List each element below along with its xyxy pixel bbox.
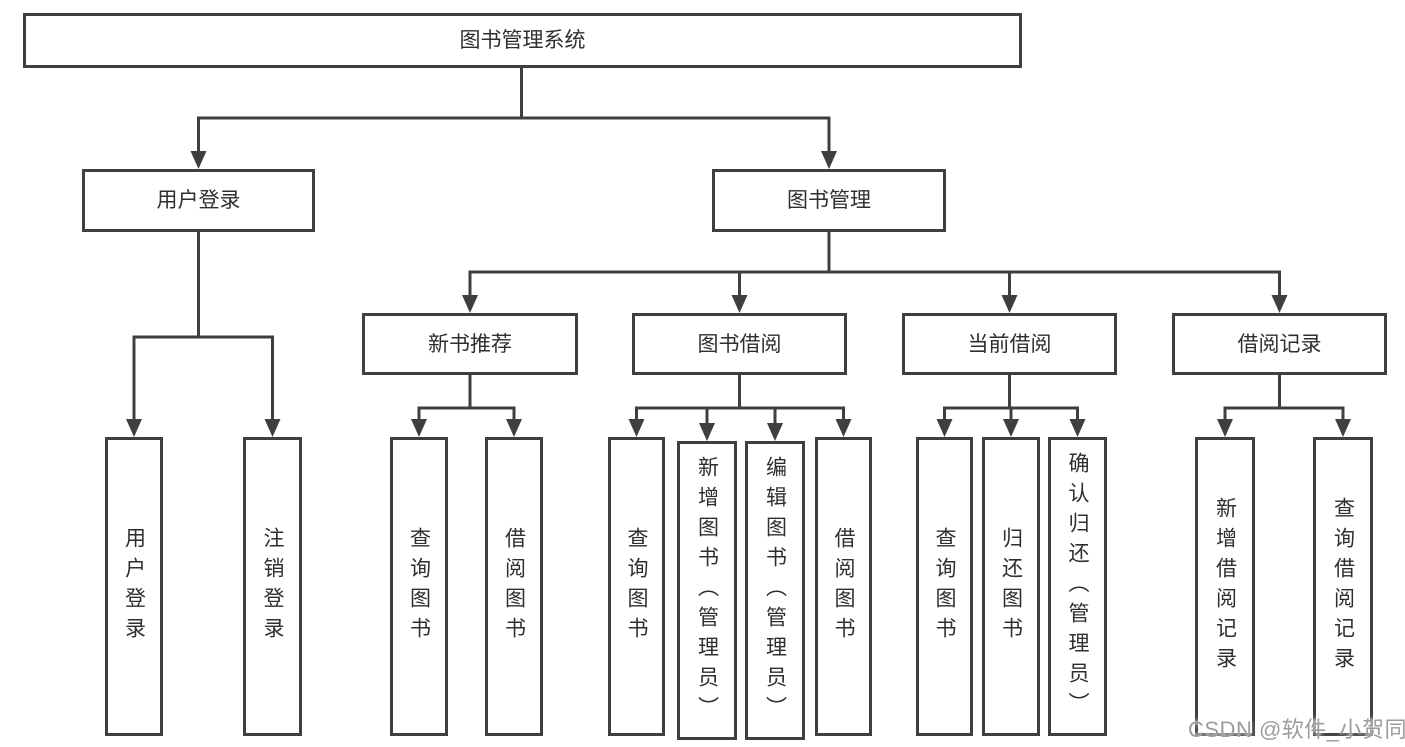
node-borrow-records: 借阅记录 [1172,313,1387,375]
node-edit-books-label: 编辑图书（管理员） [763,455,787,726]
arrowhead [1003,419,1019,437]
node-user-login-label: 用户登录 [122,526,146,647]
node-query-books-1: 查询图书 [390,437,448,736]
connector-line [132,229,274,422]
arrowhead [628,419,645,437]
arrowhead [936,419,953,437]
node-logout-label: 注销登录 [261,526,284,647]
arrowhead [190,151,207,169]
node-query-books-2: 查询图书 [608,437,665,736]
node-add-borrow-record-label: 新增借阅记录 [1213,496,1237,677]
connector-current-borrow [936,372,1086,437]
node-root: 图书管理系统 [23,13,1022,68]
arrowhead [126,419,142,437]
node-borrow-books-2: 借阅图书 [815,437,872,736]
connector-book-borrow [628,372,852,441]
node-return-books-label: 归还图书 [999,526,1023,647]
arrowhead [462,295,478,313]
connector-new-books [411,372,522,437]
node-confirm-return: 确认归还（管理员） [1048,437,1107,736]
node-return-books: 归还图书 [982,437,1040,736]
arrowhead [835,419,852,437]
connector-line [635,372,845,426]
connector-borrow-records [1217,372,1351,437]
node-current-borrow: 当前借阅 [902,313,1117,375]
node-new-books: 新书推荐 [362,313,578,375]
arrowhead [821,151,837,169]
node-book-borrow: 图书借阅 [632,313,847,375]
arrowhead [1271,295,1288,313]
arrowhead [1335,419,1351,437]
arrowhead [731,295,748,313]
watermark: CSDN @软件_小贺同学 [1188,717,1405,742]
node-add-books-label: 新增图书（管理员） [695,455,719,726]
arrowhead [264,419,281,437]
connector-line [417,372,516,422]
connector-line [943,372,1079,422]
arrowhead [767,423,783,441]
node-logout: 注销登录 [243,437,302,736]
node-query-books-3-label: 查询图书 [933,526,956,647]
node-add-borrow-record: 新增借阅记录 [1195,437,1255,736]
node-book-mgmt-label: 图书管理 [787,189,871,212]
arrowhead [699,423,715,441]
arrowhead [1217,419,1233,437]
node-confirm-return-label: 确认归还（管理员） [1066,451,1089,722]
node-user-login-group-label: 用户登录 [156,189,241,212]
connector-user-login-group [126,229,281,437]
arrowhead [1069,419,1086,437]
node-query-borrow-record-label: 查询借阅记录 [1331,496,1355,677]
arrowhead [1001,295,1018,313]
node-user-login: 用户登录 [105,437,163,736]
node-book-borrow-label: 图书借阅 [697,332,782,356]
node-query-borrow-record: 查询借阅记录 [1313,437,1373,736]
node-add-books: 新增图书（管理员） [677,441,737,740]
node-user-login-group: 用户登录 [82,169,315,232]
node-query-books-3: 查询图书 [916,437,973,736]
node-query-books-2-label: 查询图书 [625,526,648,647]
node-borrow-books-1: 借阅图书 [485,437,543,736]
node-borrow-books-1-label: 借阅图书 [502,526,526,647]
connector-line [468,229,1281,298]
connector-line [1223,372,1345,422]
arrowhead [506,419,522,437]
connector-root [190,65,837,169]
node-book-mgmt: 图书管理 [712,169,946,232]
node-root-label: 图书管理系统 [459,29,586,52]
node-query-books-1-label: 查询图书 [407,526,431,647]
node-borrow-books-2-label: 借阅图书 [832,526,855,647]
connector-book-mgmt [462,229,1288,313]
node-edit-books: 编辑图书（管理员） [745,441,805,740]
node-current-borrow-label: 当前借阅 [967,332,1052,356]
connector-line [197,65,831,154]
node-new-books-label: 新书推荐 [428,332,512,356]
arrowhead [411,419,427,437]
node-borrow-records-label: 借阅记录 [1237,332,1322,356]
